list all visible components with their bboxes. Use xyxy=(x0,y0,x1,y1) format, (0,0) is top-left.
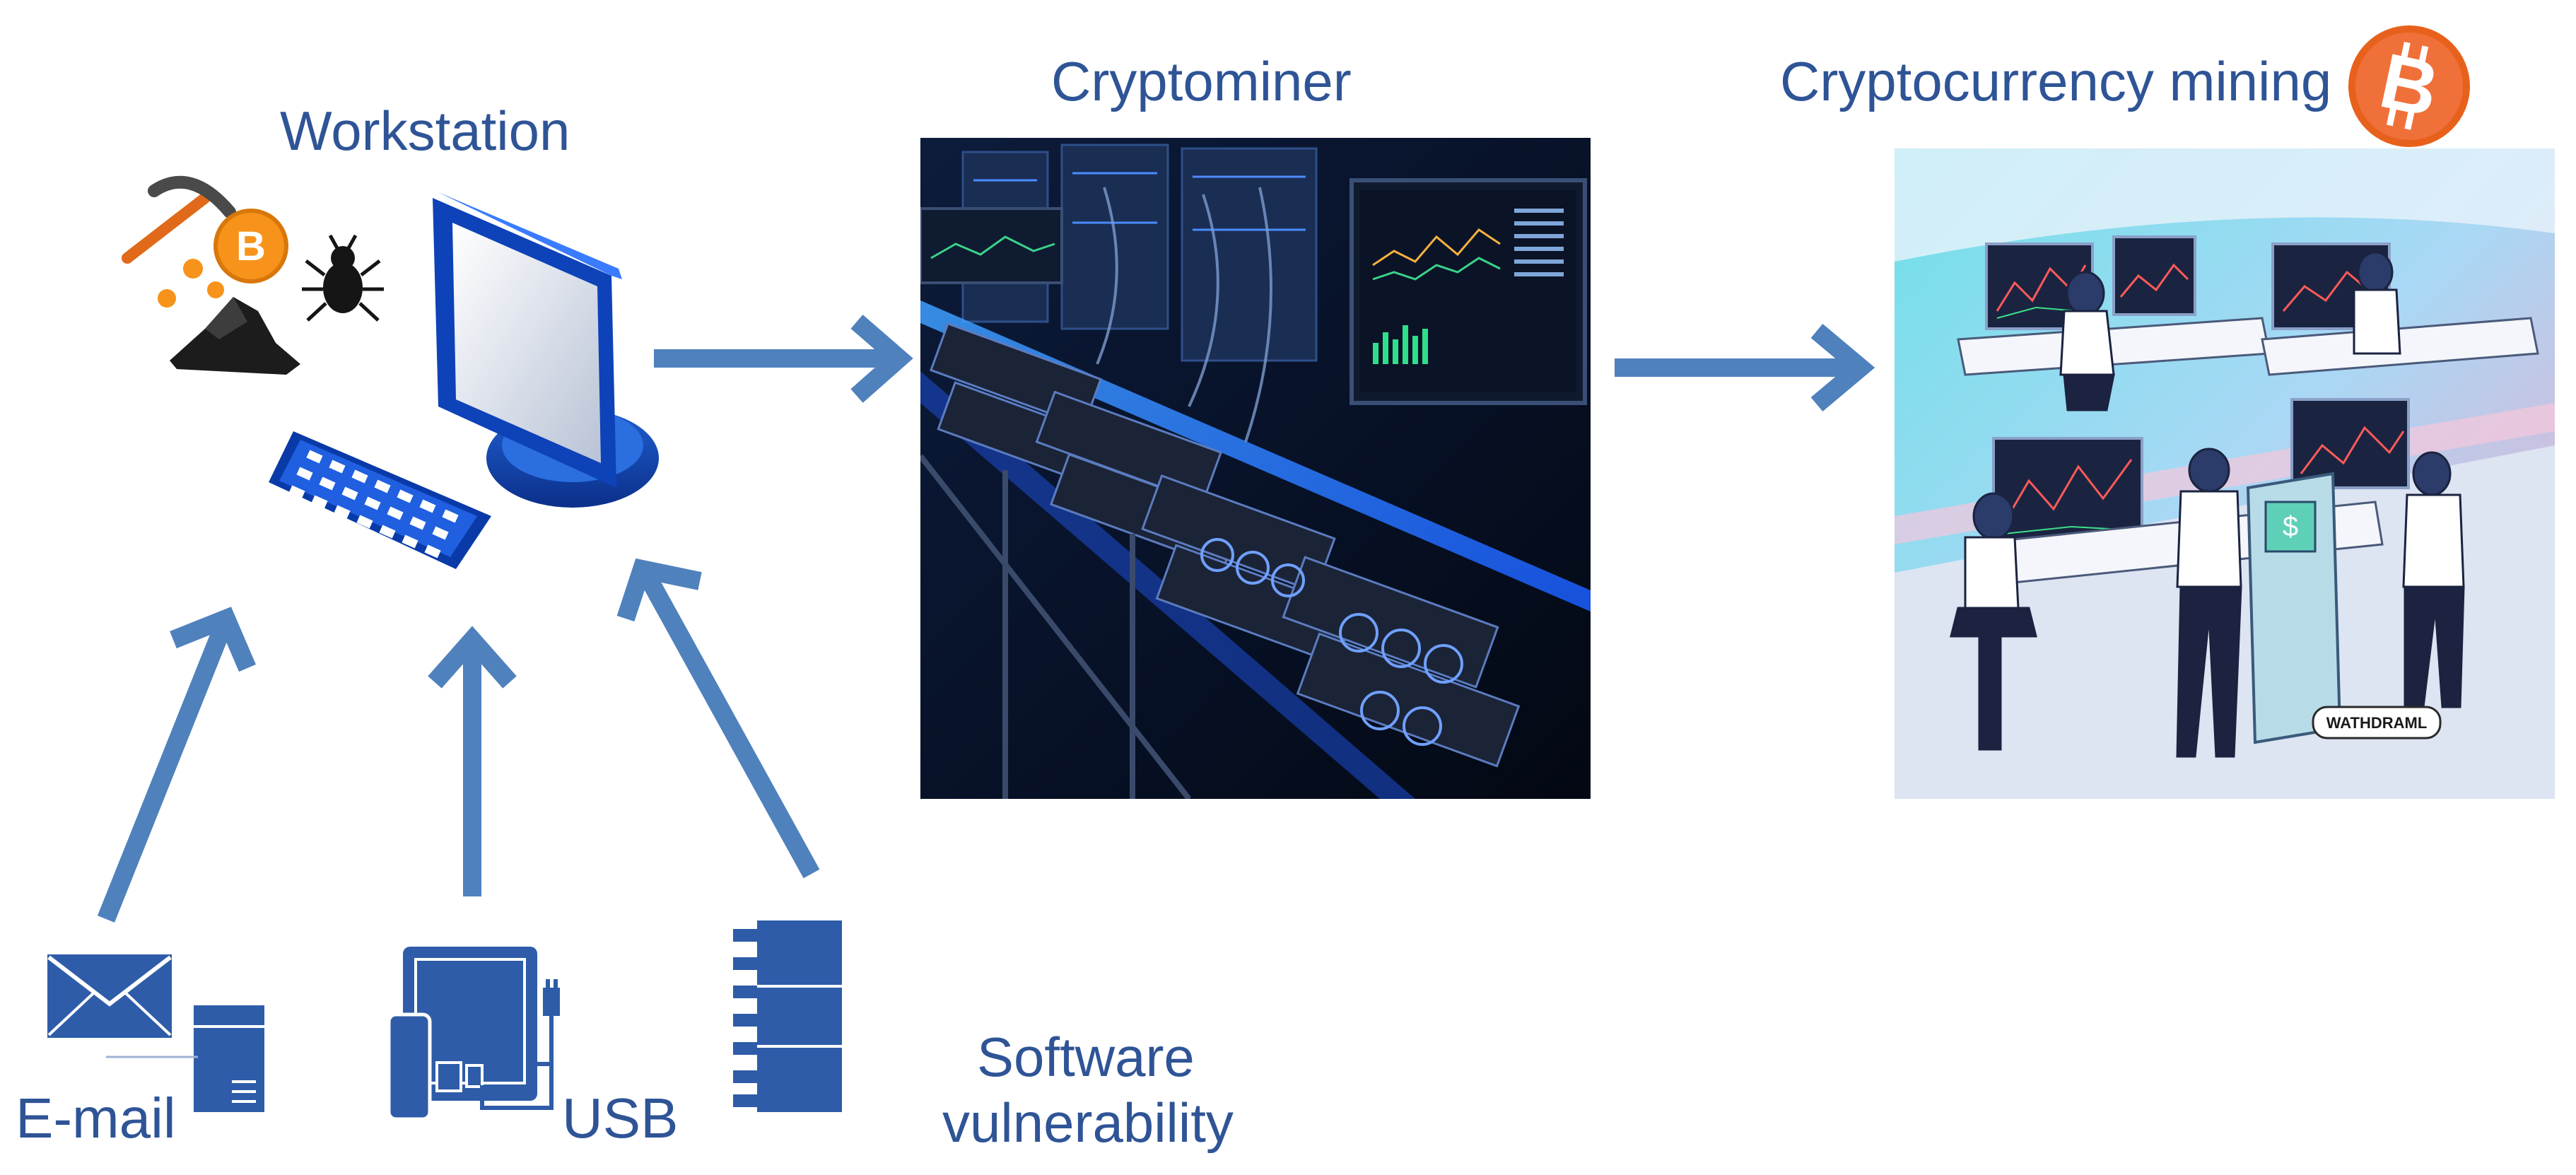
traders xyxy=(1950,251,2465,758)
envelope-icon xyxy=(47,954,172,1038)
pickaxe-icon xyxy=(122,175,236,264)
keyboard-icon xyxy=(269,431,491,569)
bitcoin-icon: B xyxy=(2348,25,2470,147)
usb-drive-icon xyxy=(389,947,560,1121)
malware-mining-cluster: B xyxy=(122,175,384,375)
software-vulnerability-label-line2: vulnerability xyxy=(942,1092,1234,1154)
arrow-cryptominer-to-mining-head xyxy=(1810,324,1875,411)
email-label: E-mail xyxy=(16,1087,176,1150)
coal-ore-icon xyxy=(170,297,300,375)
usb-label: USB xyxy=(562,1087,679,1150)
arrow-usb-to-workstation-head xyxy=(428,626,517,689)
software-vulnerability-label-line1: Software xyxy=(977,1026,1195,1088)
software-module-icon xyxy=(733,920,842,1112)
cryptocurrency-mining-label: Cryptocurrency mining xyxy=(1780,50,2332,112)
arrow-workstation-to-cryptominer-head xyxy=(850,315,913,403)
arrow-software-to-workstation-head xyxy=(616,558,702,622)
svg-text:B: B xyxy=(236,223,266,269)
atm-kiosk: $ xyxy=(2246,472,2342,744)
workstation-label: Workstation xyxy=(280,100,570,162)
arrow-email-to-workstation-head xyxy=(170,607,256,672)
crypto-trading-illustration: $ WATHDRAML xyxy=(1895,148,2555,799)
arrow-software-to-workstation xyxy=(638,569,820,879)
email-connector-line xyxy=(106,1056,198,1058)
bitcoin-coins-icon: B xyxy=(158,209,288,308)
arrow-email-to-workstation xyxy=(97,622,233,923)
keyboard-keys xyxy=(288,450,459,559)
rig-dashboard-monitor xyxy=(1350,178,1587,405)
trading-screens xyxy=(1985,235,2410,542)
gpu-cards xyxy=(930,322,1521,768)
monitor-icon xyxy=(433,192,659,508)
server-tower-icon xyxy=(194,1005,264,1112)
cryptominer-rig-image xyxy=(920,138,1591,799)
svg-text:$: $ xyxy=(2283,511,2298,542)
bug-icon xyxy=(302,234,384,322)
withdrawal-sign-text: WATHDRAML xyxy=(2326,714,2428,732)
cryptominer-label: Cryptominer xyxy=(1051,50,1352,112)
